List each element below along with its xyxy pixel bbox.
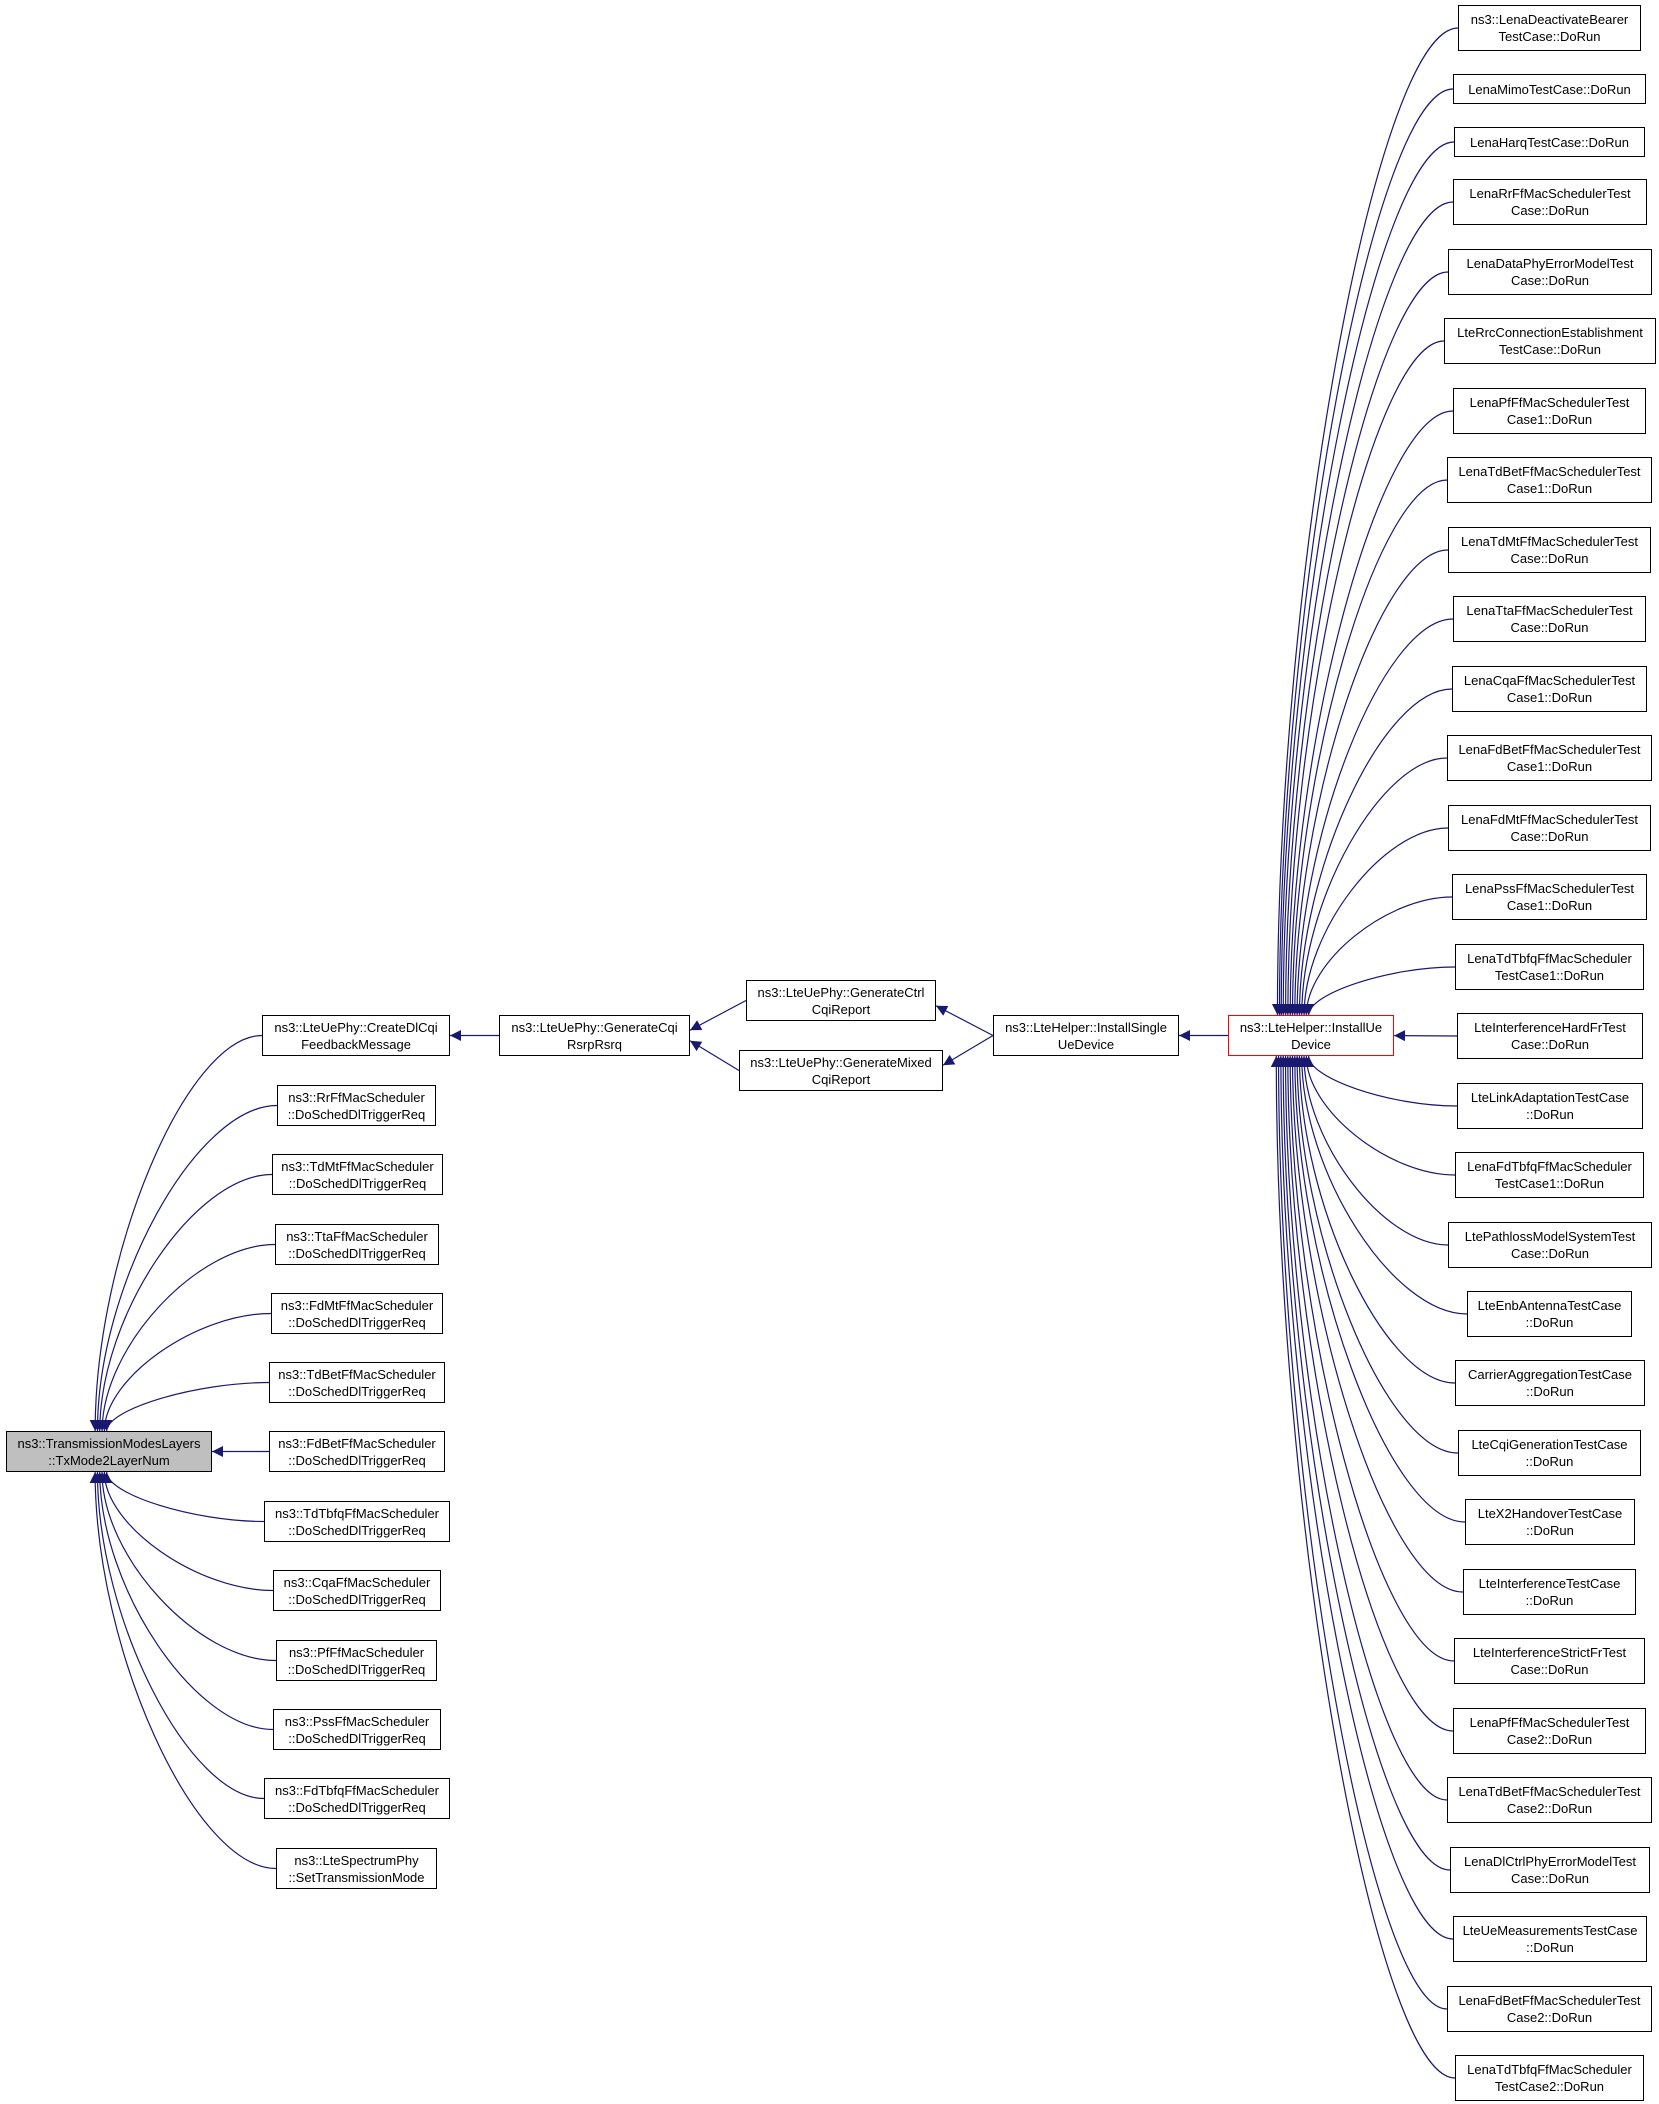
edge-t25-to-installue (1284, 1055, 1455, 1662)
edge-t08-to-installue (1286, 479, 1448, 1016)
edge-tdtbfqff-to-txmode2layernum (101, 1471, 265, 1523)
edge-genctrl-to-gencqirsrp (689, 999, 747, 1031)
node-t03[interactable]: LenaHarqTestCase::DoRun (1454, 127, 1645, 157)
node-t31[interactable]: LenaTdTbfqFfMacScheduler TestCase2::DoRu… (1455, 2055, 1644, 2101)
edge-pfff-to-txmode2layernum (96, 1471, 277, 1662)
node-t29[interactable]: LteUeMeasurementsTestCase ::DoRun (1453, 1916, 1647, 1962)
node-t01[interactable]: ns3::LenaDeactivateBearer TestCase::DoRu… (1458, 5, 1641, 51)
edge-t12-to-installue (1296, 757, 1448, 1016)
node-t19[interactable]: LtePathlossModelSystemTest Case::DoRun (1448, 1222, 1652, 1268)
edge-t11-to-installue (1293, 688, 1453, 1016)
edge-pssff-to-txmode2layernum (94, 1471, 274, 1731)
node-t26[interactable]: LenaPfFfMacSchedulerTest Case2::DoRun (1453, 1708, 1646, 1754)
edge-fdmtff-to-txmode2layernum (98, 1312, 272, 1432)
node-t08[interactable]: LenaTdBetFfMacSchedulerTest Case1::DoRun (1447, 457, 1652, 503)
node-t14[interactable]: LenaPssFfMacSchedulerTest Case1::DoRun (1452, 874, 1647, 920)
edge-t19-to-installue (1298, 1055, 1449, 1246)
node-t06[interactable]: LteRrcConnectionEstablishment TestCase::… (1444, 318, 1656, 364)
edge-t18-to-installue (1300, 1055, 1456, 1176)
edge-t28-to-installue (1277, 1055, 1451, 1871)
edge-t14-to-installue (1300, 896, 1453, 1016)
node-t21[interactable]: CarrierAggregationTestCase ::DoRun (1455, 1360, 1645, 1406)
edge-cqaff-to-txmode2layernum (98, 1471, 274, 1592)
edge-t21-to-installue (1293, 1055, 1456, 1384)
edge-genmixed-to-gencqirsrp (689, 1040, 740, 1072)
edge-t20-to-installue (1296, 1055, 1468, 1315)
edge-t29-to-installue (1275, 1055, 1454, 1940)
edge-t06-to-installue (1282, 340, 1445, 1016)
edge-t15-to-installue (1303, 966, 1456, 1016)
node-rrff[interactable]: ns3::RrFfMacScheduler ::DoSchedDlTrigger… (277, 1085, 436, 1126)
node-fdtbfqff[interactable]: ns3::FdTbfqFfMacScheduler ::DoSchedDlTri… (264, 1778, 450, 1819)
edge-t30-to-installue (1273, 1055, 1448, 2010)
node-gencqirsrp[interactable]: ns3::LteUePhy::GenerateCqi RsrpRsrq (499, 1015, 690, 1056)
node-t10[interactable]: LenaTtaFfMacSchedulerTest Case::DoRun (1453, 596, 1646, 642)
node-t15[interactable]: LenaTdTbfqFfMacScheduler TestCase1::DoRu… (1455, 944, 1644, 990)
edge-rrff-to-txmode2layernum (91, 1104, 278, 1432)
node-t24[interactable]: LteInterferenceTestCase ::DoRun (1463, 1569, 1636, 1615)
edge-t17-to-installue (1303, 1055, 1458, 1107)
node-spectrumphy[interactable]: ns3::LteSpectrumPhy ::SetTransmissionMod… (276, 1848, 437, 1889)
edge-t24-to-installue (1286, 1055, 1464, 1593)
node-t28[interactable]: LenaDlCtrlPhyErrorModelTest Case::DoRun (1450, 1847, 1650, 1893)
node-genmixed[interactable]: ns3::LteUePhy::GenerateMixed CqiReport (739, 1050, 943, 1091)
node-t11[interactable]: LenaCqaFfMacSchedulerTest Case1::DoRun (1452, 666, 1647, 712)
node-t04[interactable]: LenaRrFfMacSchedulerTest Case::DoRun (1453, 179, 1647, 225)
node-t05[interactable]: LenaDataPhyErrorModelTest Case::DoRun (1448, 249, 1652, 295)
edge-t02-to-installue (1273, 88, 1454, 1016)
edge-tdbetff-to-txmode2layernum (101, 1381, 270, 1432)
node-t20[interactable]: LteEnbAntennaTestCase ::DoRun (1467, 1291, 1632, 1337)
edge-spectrumphy-to-txmode2layernum (89, 1471, 277, 1870)
edge-ttaff-to-txmode2layernum (96, 1243, 276, 1432)
node-t16[interactable]: LteInterferenceHardFrTest Case::DoRun (1457, 1013, 1643, 1059)
edge-installsingle-to-genmixed (942, 1034, 994, 1066)
node-fdmtff[interactable]: ns3::FdMtFfMacScheduler ::DoSchedDlTrigg… (271, 1293, 443, 1334)
edge-t09-to-installue (1289, 549, 1449, 1016)
node-t17[interactable]: LteLinkAdaptationTestCase ::DoRun (1457, 1083, 1643, 1129)
node-t23[interactable]: LteX2HandoverTestCase ::DoRun (1465, 1499, 1635, 1545)
edge-t26-to-installue (1282, 1055, 1454, 1732)
node-t02[interactable]: LenaMimoTestCase::DoRun (1453, 74, 1646, 104)
edge-t05-to-installue (1280, 271, 1449, 1016)
node-tdbetff[interactable]: ns3::TdBetFfMacScheduler ::DoSchedDlTrig… (269, 1362, 445, 1403)
edge-fdtbfqff-to-txmode2layernum (91, 1471, 265, 1800)
node-installue[interactable]: ns3::LteHelper::InstallUe Device (1228, 1015, 1394, 1056)
edge-t23-to-installue (1289, 1055, 1466, 1523)
node-t27[interactable]: LenaTdBetFfMacSchedulerTest Case2::DoRun (1447, 1777, 1652, 1823)
node-fdbetff[interactable]: ns3::FdBetFfMacScheduler ::DoSchedDlTrig… (269, 1431, 445, 1472)
edge-t07-to-installue (1284, 410, 1454, 1016)
edge-tdmtff-to-txmode2layernum (94, 1173, 273, 1432)
node-t18[interactable]: LenaFdTbfqFfMacScheduler TestCase1::DoRu… (1455, 1152, 1644, 1198)
edge-installsingle-to-genctrl (935, 1005, 994, 1037)
edge-createdlcqi-to-txmode2layernum (89, 1034, 263, 1432)
node-t25[interactable]: LteInterferenceStrictFrTest Case::DoRun (1454, 1638, 1645, 1684)
node-pssff[interactable]: ns3::PssFfMacScheduler ::DoSchedDlTrigge… (273, 1709, 441, 1750)
node-createdlcqi[interactable]: ns3::LteUePhy::CreateDlCqi FeedbackMessa… (262, 1015, 450, 1056)
edge-t27-to-installue (1280, 1055, 1448, 1801)
node-tdtbfqff[interactable]: ns3::TdTbfqFfMacScheduler ::DoSchedDlTri… (264, 1501, 450, 1542)
node-t30[interactable]: LenaFdBetFfMacSchedulerTest Case2::DoRun (1447, 1986, 1652, 2032)
edge-t10-to-installue (1291, 618, 1454, 1016)
node-genctrl[interactable]: ns3::LteUePhy::GenerateCtrl CqiReport (746, 980, 936, 1021)
edge-t13-to-installue (1298, 827, 1449, 1016)
node-t07[interactable]: LenaPfFfMacSchedulerTest Case1::DoRun (1453, 388, 1646, 434)
node-installsingle[interactable]: ns3::LteHelper::InstallSingle UeDevice (993, 1015, 1179, 1056)
node-t09[interactable]: LenaTdMtFfMacSchedulerTest Case::DoRun (1448, 527, 1651, 573)
node-ttaff[interactable]: ns3::TtaFfMacScheduler ::DoSchedDlTrigge… (275, 1224, 439, 1265)
node-cqaff[interactable]: ns3::CqaFfMacScheduler ::DoSchedDlTrigge… (273, 1570, 441, 1611)
node-pfff[interactable]: ns3::PfFfMacScheduler ::DoSchedDlTrigger… (276, 1640, 437, 1681)
node-tdmtff[interactable]: ns3::TdMtFfMacScheduler ::DoSchedDlTrigg… (272, 1154, 443, 1195)
edge-t31-to-installue (1270, 1055, 1456, 2079)
edge-t01-to-installue (1271, 27, 1459, 1016)
node-t13[interactable]: LenaFdMtFfMacSchedulerTest Case::DoRun (1448, 805, 1651, 851)
edge-t04-to-installue (1277, 201, 1454, 1016)
edge-t22-to-installue (1291, 1055, 1459, 1454)
node-t22[interactable]: LteCqiGenerationTestCase ::DoRun (1458, 1430, 1641, 1476)
edge-t03-to-installue (1275, 141, 1455, 1016)
node-t12[interactable]: LenaFdBetFfMacSchedulerTest Case1::DoRun (1447, 735, 1652, 781)
node-txmode2layernum: ns3::TransmissionModesLayers ::TxMode2La… (6, 1431, 212, 1472)
